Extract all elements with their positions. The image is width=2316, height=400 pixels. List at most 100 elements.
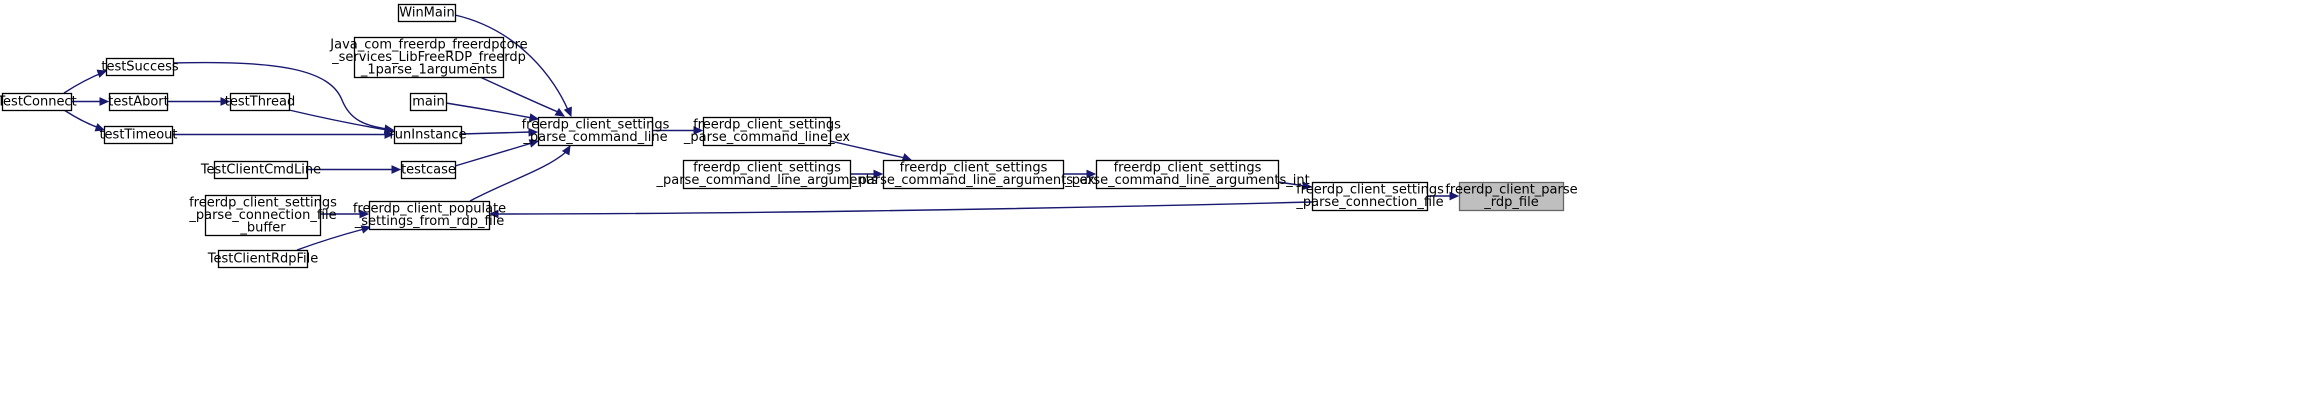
node-runInstance[interactable]: runInstance bbox=[389, 125, 467, 145]
node-label: freerdp_client_settings bbox=[189, 195, 337, 210]
node-label: _services_LibFreeRDP_freerdp bbox=[331, 50, 526, 65]
edge-parse_connection_file_buffer-to-populate_settings bbox=[320, 209, 370, 219]
node-box[interactable] bbox=[393, 125, 463, 145]
node-label: freerdp_client_settings bbox=[522, 118, 670, 133]
edge-line bbox=[172, 61, 389, 130]
node-label: testcase bbox=[401, 162, 456, 177]
edge-line bbox=[296, 228, 365, 251]
node-label: _parse_command_line_arguments_int bbox=[1064, 173, 1309, 188]
edge-arrowhead bbox=[384, 130, 395, 139]
node-box[interactable] bbox=[217, 249, 309, 269]
node-testcase[interactable]: testcase bbox=[400, 160, 457, 180]
node-parse_command_line[interactable]: freerdp_client_settings_parse_command_li… bbox=[522, 116, 670, 147]
edge-arrowhead bbox=[94, 123, 106, 132]
edge-arrowhead bbox=[1086, 169, 1097, 179]
edge-layer bbox=[63, 14, 1460, 251]
edge-testcase-to-parse_command_line bbox=[454, 139, 540, 167]
edge-arrowhead bbox=[528, 127, 539, 137]
node-box[interactable] bbox=[229, 92, 291, 112]
node-label: _buffer bbox=[239, 220, 286, 235]
node-TestClientCmdLine[interactable]: TestClientCmdLine bbox=[200, 160, 321, 180]
node-box[interactable] bbox=[1458, 181, 1565, 212]
node-TestConnect[interactable]: TestConnect bbox=[0, 92, 77, 112]
edge-testAbort-to-testThread bbox=[167, 97, 231, 106]
node-main[interactable]: main bbox=[409, 92, 448, 112]
node-label: _parse_command_line bbox=[522, 130, 667, 145]
edge-TestConnect-to-testAbort bbox=[71, 97, 110, 106]
node-box[interactable] bbox=[702, 116, 832, 147]
edge-parse_connection_file-to-populate_settings bbox=[488, 201, 1313, 219]
node-parse_command_line_ex[interactable]: freerdp_client_settings_parse_command_li… bbox=[683, 116, 850, 147]
node-box[interactable] bbox=[1095, 159, 1280, 190]
node-parse_connection_file_buffer[interactable]: freerdp_client_settings_parse_connection… bbox=[188, 194, 337, 237]
node-box[interactable] bbox=[103, 125, 174, 145]
node-parse_command_line_arguments_ex[interactable]: freerdp_client_settings_parse_command_li… bbox=[851, 159, 1095, 190]
edge-arrowhead bbox=[360, 225, 372, 234]
node-box[interactable] bbox=[213, 160, 309, 180]
node-populate_settings[interactable]: freerdp_client_populate_settings_from_rd… bbox=[353, 200, 506, 231]
node-parse_connection_file[interactable]: freerdp_client_settings_parse_connection… bbox=[1295, 181, 1444, 212]
node-label: testSuccess bbox=[101, 59, 179, 74]
edge-line bbox=[63, 71, 105, 94]
node-box[interactable] bbox=[108, 92, 169, 112]
edge-arrowhead bbox=[1449, 191, 1460, 201]
edge-line bbox=[460, 131, 532, 135]
edge-line bbox=[829, 140, 906, 159]
node-box[interactable] bbox=[1311, 181, 1429, 212]
node-parse_command_line_arguments[interactable]: freerdp_client_settings_parse_command_li… bbox=[655, 159, 878, 190]
edge-parse_command_line_arguments_int-to-parse_connection_file bbox=[1277, 181, 1313, 191]
node-testSuccess[interactable]: testSuccess bbox=[101, 57, 179, 77]
edge-arrowhead bbox=[359, 209, 370, 219]
node-Java[interactable]: Java_com_freerdp_freerdpcore_services_Li… bbox=[329, 36, 528, 79]
node-box[interactable] bbox=[105, 57, 175, 77]
edge-arrowhead bbox=[563, 106, 572, 118]
node-label: testThread bbox=[225, 94, 295, 109]
node-box[interactable] bbox=[682, 159, 852, 190]
node-label: freerdp_client_populate bbox=[353, 202, 506, 217]
node-box[interactable] bbox=[204, 194, 322, 237]
node-box[interactable] bbox=[397, 3, 457, 23]
node-label: WinMain bbox=[399, 5, 454, 20]
node-label: testAbort bbox=[108, 94, 169, 109]
node-label: _parse_command_line_ex bbox=[683, 130, 850, 145]
node-TestClientRdpFile[interactable]: TestClientRdpFile bbox=[207, 249, 319, 269]
node-WinMain[interactable]: WinMain bbox=[397, 3, 457, 23]
edge-parse_command_line_arguments_ex-to-parse_command_line_arguments_int bbox=[1063, 169, 1097, 179]
edge-main-to-parse_command_line bbox=[445, 102, 540, 122]
node-box[interactable] bbox=[537, 116, 654, 147]
node-layer: WinMainJava_com_freerdp_freerdpcore_serv… bbox=[0, 3, 1578, 269]
edge-arrowhead bbox=[554, 107, 566, 117]
node-box[interactable] bbox=[353, 36, 505, 79]
edge-arrowhead bbox=[96, 69, 108, 78]
node-box[interactable] bbox=[882, 159, 1065, 190]
edge-Java-to-parse_command_line bbox=[479, 76, 566, 117]
node-label: _parse_connection_file bbox=[188, 208, 336, 223]
node-box[interactable] bbox=[409, 92, 448, 112]
edge-testThread-to-runInstance bbox=[288, 109, 395, 134]
node-box[interactable] bbox=[368, 200, 491, 231]
edge-line bbox=[445, 102, 533, 119]
edge-TestClientRdpFile-to-populate_settings bbox=[296, 225, 372, 251]
edge-TestConnect-to-testTimeout bbox=[63, 109, 106, 132]
node-parse_rdp_file[interactable]: freerdp_client_parse_rdp_file bbox=[1445, 181, 1578, 212]
edge-parse_command_line-to-parse_command_line_ex bbox=[652, 126, 704, 135]
edge-arrowhead bbox=[391, 165, 402, 174]
edge-TestClientCmdLine-to-testcase bbox=[307, 165, 402, 174]
node-testThread[interactable]: testThread bbox=[225, 92, 295, 112]
node-box[interactable] bbox=[400, 160, 457, 180]
node-label: freerdp_client_parse bbox=[1445, 183, 1577, 198]
edge-line bbox=[454, 14, 569, 111]
edge-line bbox=[288, 109, 388, 131]
node-label: _parse_command_line_arguments_ex bbox=[851, 173, 1095, 188]
node-testTimeout[interactable]: testTimeout bbox=[99, 125, 178, 145]
node-label: _parse_connection_file bbox=[1295, 195, 1443, 210]
edge-WinMain-to-parse_command_line bbox=[454, 14, 572, 118]
node-box[interactable] bbox=[1, 92, 73, 112]
edge-arrowhead bbox=[488, 209, 499, 219]
node-label: _1parse_1arguments bbox=[360, 62, 497, 77]
node-parse_command_line_arguments_int[interactable]: freerdp_client_settings_parse_command_li… bbox=[1064, 159, 1310, 190]
node-testAbort[interactable]: testAbort bbox=[108, 92, 169, 112]
edge-parse_command_line_arguments-to-parse_command_line_arguments_ex bbox=[850, 169, 884, 179]
edge-arrowhead bbox=[873, 169, 884, 179]
